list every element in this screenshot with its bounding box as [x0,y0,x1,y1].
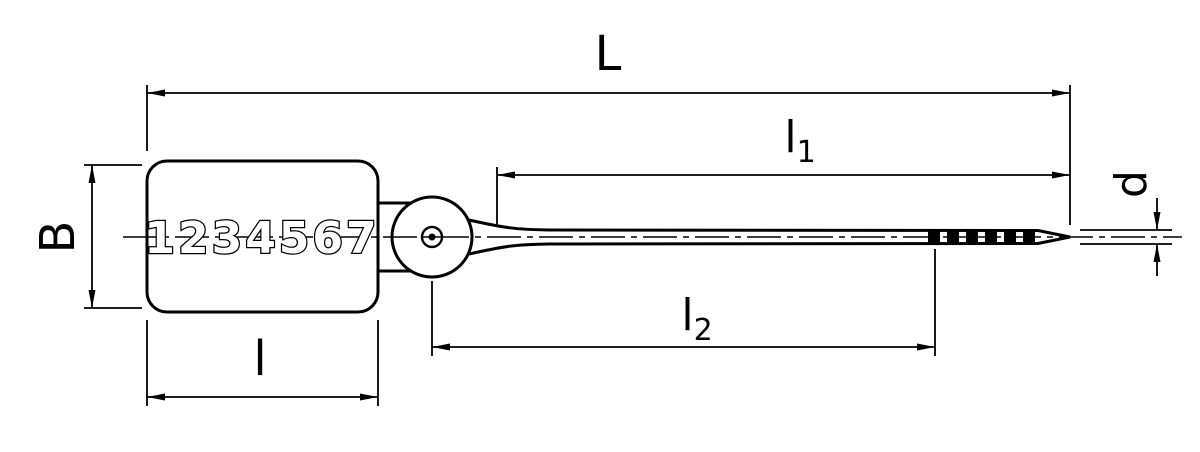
dimension-label-d: d [1106,170,1157,198]
dimension-tag-height: B [30,164,142,309]
dimension-label-l1: l1 [784,112,815,170]
dimension-strap-free-length: l1 [496,112,1070,226]
serial-number: 1234567 [144,213,379,264]
locking-head-center-dot [428,233,436,241]
dimension-overall-length: L [146,26,1071,225]
dimension-label-l1-base: l [784,112,796,163]
dimension-label-l1-subscript: 1 [797,135,816,170]
dimension-label-B: B [30,221,86,254]
dimension-strap-diameter: d [1080,170,1172,276]
serration-tooth [985,229,997,245]
dimension-label-l2-base: l [681,290,693,341]
dimension-label-l2-subscript: 2 [694,313,713,348]
dimension-tag-length: l [146,320,379,406]
serration-tooth [947,229,959,245]
dimension-label-L: L [595,26,622,82]
dimension-working-length: l2 [431,249,936,356]
dimension-label-l2: l2 [681,290,712,348]
dimension-label-l: l [253,331,266,387]
